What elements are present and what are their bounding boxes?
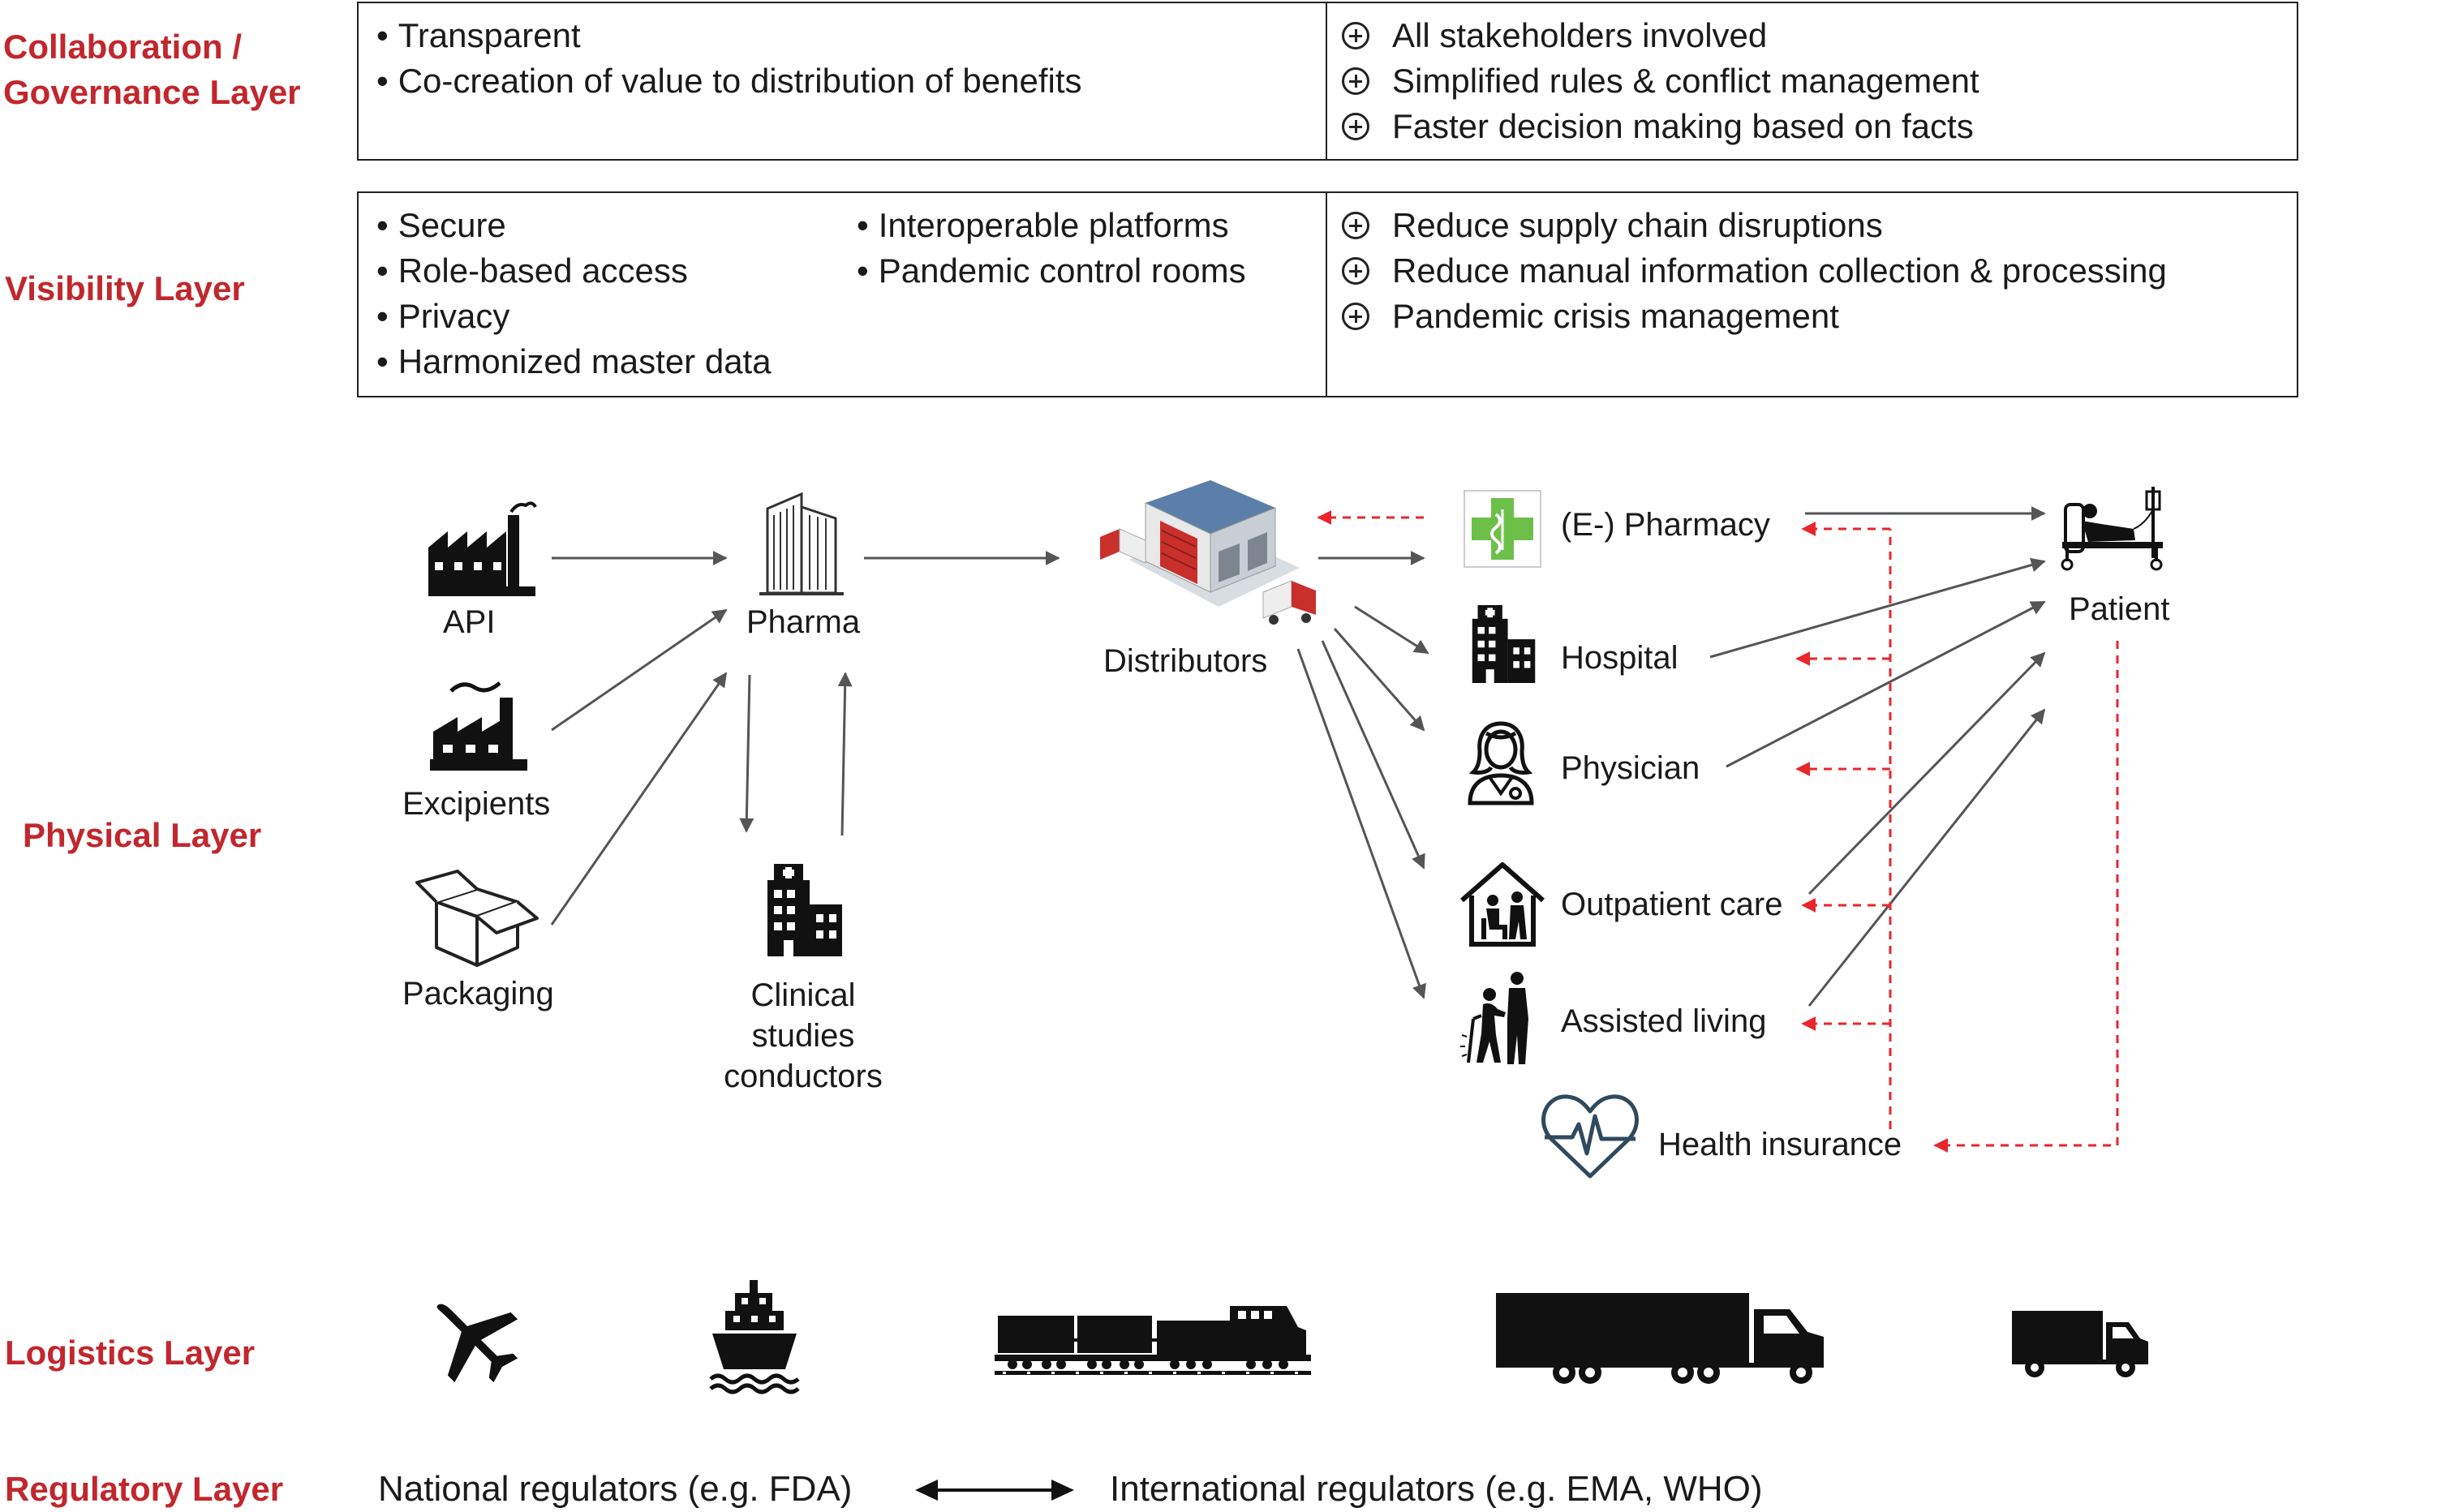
- arrow-distributors-outpatient: [1321, 640, 1425, 870]
- factory-icon: [428, 501, 537, 596]
- list-item: Co-creation of value to distribution of …: [376, 58, 1082, 104]
- arrow-distributors-hospital: [1354, 605, 1429, 655]
- logistics-layer-label: Logistics Layer: [5, 1334, 256, 1372]
- plus-circle-icon: [1342, 303, 1369, 330]
- hospital-label: Hospital: [1561, 640, 1679, 676]
- national-regulators-label: National regulators (e.g. FDA): [378, 1469, 853, 1509]
- pharmacy-cross-icon: [1464, 490, 1541, 568]
- hospital-building-icon: [767, 864, 842, 956]
- list-item: All stakeholders involved: [1342, 13, 1979, 58]
- arrow-clinical-pharma: [837, 672, 853, 836]
- list-item: Role-based access: [376, 248, 772, 294]
- list-item: Simplified rules & conflict management: [1342, 58, 1979, 104]
- arrow-packaging-pharma: [550, 672, 728, 926]
- arrow-hospital-patient: [1709, 557, 2046, 659]
- patient-label: Patient: [2069, 591, 2170, 627]
- list-item: Pandemic control rooms: [857, 248, 1246, 294]
- international-regulators-label: International regulators (e.g. EMA, WHO): [1110, 1469, 1763, 1509]
- plus-circle-icon: [1342, 212, 1369, 239]
- truck-icon: [1496, 1293, 1824, 1384]
- bidirectional-arrow-icon: [915, 1480, 1074, 1501]
- api-label: API: [443, 604, 496, 640]
- arrow-outpatient-patient: [1807, 651, 2046, 896]
- collaboration-box: Transparent Co-creation of value to dist…: [357, 2, 2298, 161]
- visibility-benefits: Reduce supply chain disruptions Reduce m…: [1342, 203, 2167, 339]
- list-item: Privacy: [376, 294, 772, 339]
- plus-circle-icon: [1342, 113, 1369, 140]
- patient-bed-icon: [2061, 487, 2163, 571]
- list-item: Secure: [376, 203, 772, 248]
- arrow-physician-patient: [1726, 600, 2046, 768]
- list-item: Reduce manual information collection & p…: [1342, 248, 2167, 294]
- visibility-layer-label: Visibility Layer: [5, 269, 245, 307]
- van-icon: [2012, 1311, 2148, 1377]
- collaboration-principles: Transparent Co-creation of value to dist…: [376, 13, 1082, 104]
- plus-circle-icon: [1342, 22, 1369, 49]
- arrow-distributors-physician: [1333, 628, 1425, 732]
- train-icon: [995, 1306, 1311, 1375]
- plus-circle-icon: [1342, 67, 1369, 95]
- list-item: Faster decision making based on facts: [1342, 104, 1979, 149]
- elderly-care-icon: [1460, 972, 1528, 1064]
- open-box-icon: [415, 870, 539, 967]
- list-item: Harmonized master data: [376, 339, 772, 384]
- plus-circle-icon: [1342, 257, 1369, 285]
- physical-layer-label: Physical Layer: [23, 816, 262, 854]
- visibility-features-col1: Secure Role-based access Privacy Harmoni…: [376, 203, 772, 384]
- regulatory-layer-label: Regulatory Layer: [5, 1470, 284, 1508]
- clinical-label: Clinical studies conductors: [724, 977, 883, 1094]
- list-item: Reduce supply chain disruptions: [1342, 203, 2167, 248]
- box-divider: [1326, 193, 1327, 396]
- list-item: Interoperable platforms: [857, 203, 1246, 248]
- list-item: Transparent: [376, 13, 1082, 58]
- factory-icon: [430, 681, 527, 771]
- hospital-building-icon: [1472, 605, 1536, 683]
- list-item: Pandemic crisis management: [1342, 294, 2167, 339]
- excipients-label: Excipients: [402, 786, 551, 822]
- pharmacy-label: (E-) Pharmacy: [1561, 507, 1770, 543]
- box-divider: [1326, 3, 1327, 159]
- airplane-icon: [436, 1304, 518, 1383]
- distributors-label: Distributors: [1103, 643, 1268, 679]
- physician-label: Physician: [1561, 750, 1700, 786]
- visibility-box: Secure Role-based access Privacy Harmoni…: [357, 191, 2298, 397]
- pharma-label: Pharma: [746, 604, 861, 640]
- collaboration-layer-label: Collaboration / Governance Layer: [3, 28, 301, 111]
- dashed-patient-insurance: [1933, 641, 2119, 1153]
- home-care-icon: [1460, 862, 1545, 947]
- heart-pulse-icon: [1541, 1094, 1639, 1179]
- arrow-distributors-assisted: [1296, 648, 1426, 999]
- assisted-label: Assisted living: [1561, 1003, 1767, 1039]
- visibility-features-col2: Interoperable platforms Pandemic control…: [857, 203, 1246, 294]
- arrow-excipients-pharma: [551, 608, 728, 732]
- collaboration-benefits: All stakeholders involved Simplified rul…: [1342, 13, 1979, 149]
- warehouse-icon: [1100, 480, 1316, 625]
- packaging-label: Packaging: [402, 976, 554, 1012]
- ship-icon: [709, 1280, 800, 1394]
- arrow-pharma-clinical: [739, 674, 754, 833]
- arrow-assisted-patient: [1807, 708, 2046, 1007]
- physician-icon: [1468, 721, 1534, 805]
- office-building-icon: [759, 492, 844, 595]
- outpatient-label: Outpatient care: [1561, 887, 1783, 922]
- insurance-label: Health insurance: [1658, 1127, 1902, 1162]
